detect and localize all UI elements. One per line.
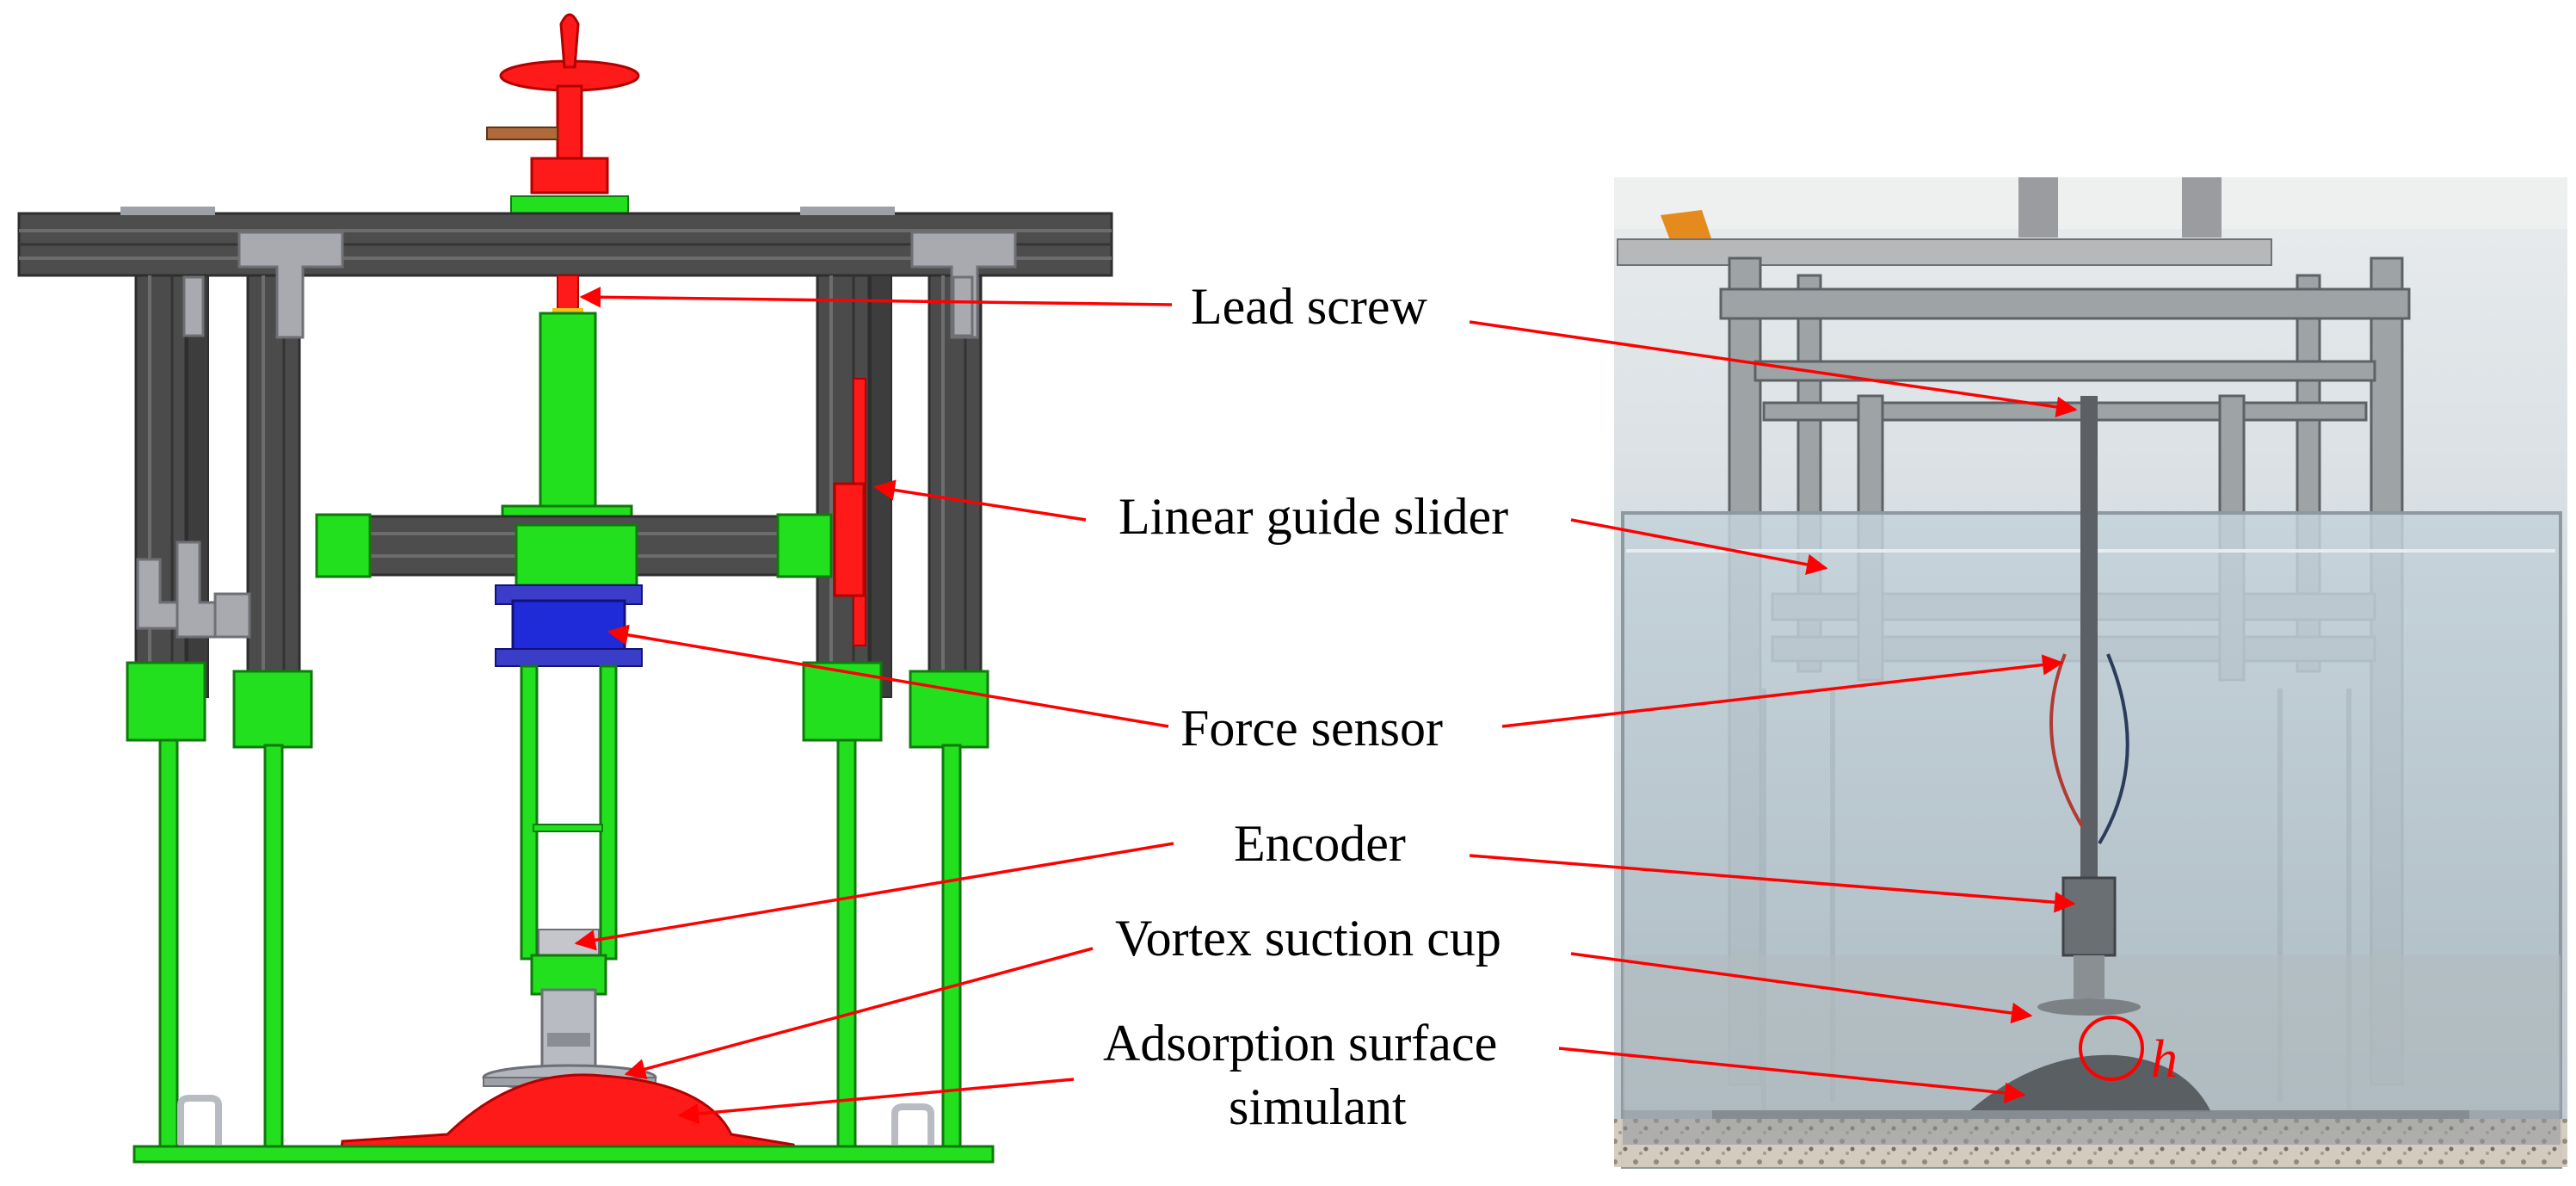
label-force-sensor: Force sensor <box>1180 700 1443 757</box>
arrow-guide-right <box>1570 518 1828 575</box>
arrow-surface-right <box>1558 1047 2026 1103</box>
label-linear-guide-slider: Linear guide slider <box>1119 488 1509 545</box>
encoder-part <box>530 929 607 1078</box>
arrow-force-left <box>607 624 1169 728</box>
experiment-photo <box>1614 177 2567 1169</box>
base-plate <box>132 1095 995 1164</box>
encoder-frame <box>520 664 618 961</box>
label-adsorption-line1: Adsorption surface <box>1103 1015 1498 1072</box>
arrow-force-right <box>1501 654 2064 728</box>
label-adsorption-line2: simulant <box>1229 1078 1407 1135</box>
callout-arrows <box>574 287 2078 1125</box>
label-encoder: Encoder <box>1234 815 1406 872</box>
arrow-encoder-right <box>1469 854 2076 913</box>
linear-guide-part <box>833 378 866 646</box>
arrow-suction-right <box>1570 952 2033 1024</box>
cross-beam <box>315 513 833 587</box>
arrow-lead-screw-right <box>1469 320 2078 417</box>
h-gap-circle <box>2079 1016 2144 1081</box>
arrow-guide-left <box>873 479 1087 522</box>
legs <box>126 661 989 1152</box>
adsorption-surface-part <box>339 1073 803 1157</box>
cad-model <box>17 13 1113 1164</box>
arrow-surface-left <box>677 1078 1075 1125</box>
label-lead-screw: Lead screw <box>1191 278 1427 335</box>
force-sensor-part <box>495 584 643 667</box>
handwheel <box>486 13 640 214</box>
lead-screw-part <box>501 275 633 525</box>
t-brackets <box>136 231 1017 639</box>
arrow-lead-screw-left <box>579 287 1173 308</box>
arrow-suction-left <box>624 947 1094 1080</box>
label-vortex-suction-cup: Vortex suction cup <box>1115 910 1501 967</box>
label-h-symbol: h <box>2151 1030 2178 1089</box>
arrow-encoder-left <box>574 842 1174 951</box>
